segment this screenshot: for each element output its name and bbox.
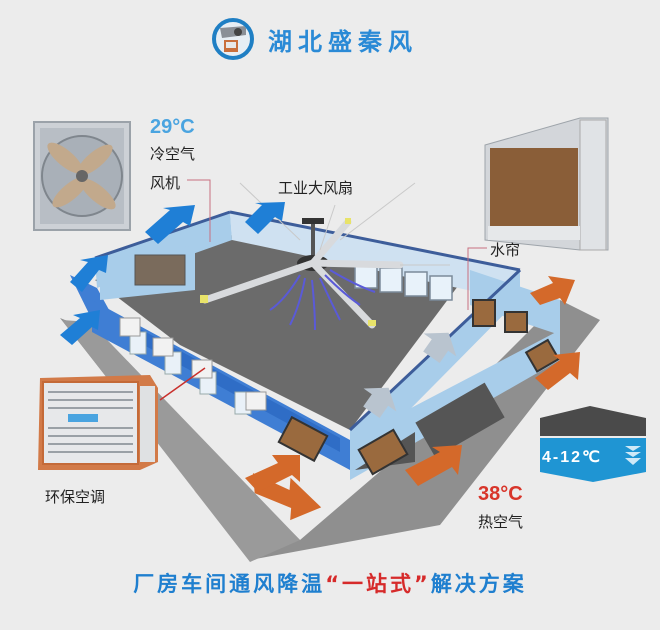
water-curtain-label: 水帘 [490, 241, 521, 259]
brand-title: 湖北盛秦风 [268, 27, 418, 56]
exhaust-fan-label: 风机 [150, 174, 181, 192]
fan-and-cooler-logo-icon [212, 18, 254, 60]
temperature-drop-badge [540, 406, 646, 482]
slogan-highlight: 一站式 [342, 572, 414, 596]
cold-air-temperature: 29°C [150, 116, 195, 138]
ceiling-fan-label: 工业大风扇 [278, 179, 354, 197]
cold-air-label: 冷空气 [150, 145, 196, 163]
slogan-quote-close: ” [414, 572, 431, 596]
temperature-drop-value: 4-12℃ [542, 449, 602, 466]
exhaust-fan-icon [33, 121, 131, 231]
air-cooler-icon [38, 375, 158, 470]
outflow-arrows [60, 202, 285, 345]
brand-header: 湖北盛秦风 [212, 14, 418, 64]
slogan-part2: 解决方案 [430, 572, 527, 596]
footer-slogan: 厂房车间通风降温“一站式”解决方案 [0, 568, 660, 598]
air-cooler-label: 环保空调 [45, 488, 106, 506]
hot-air-temperature: 38°C [478, 483, 523, 505]
hot-air-label: 热空气 [478, 513, 524, 531]
water-curtain-pad-icon [484, 117, 609, 251]
down-chevrons-icon [625, 446, 641, 465]
slogan-quote-open: “ [325, 572, 342, 596]
slogan-part1: 厂房车间通风降温 [133, 572, 326, 596]
inflow-arrows [245, 276, 580, 521]
